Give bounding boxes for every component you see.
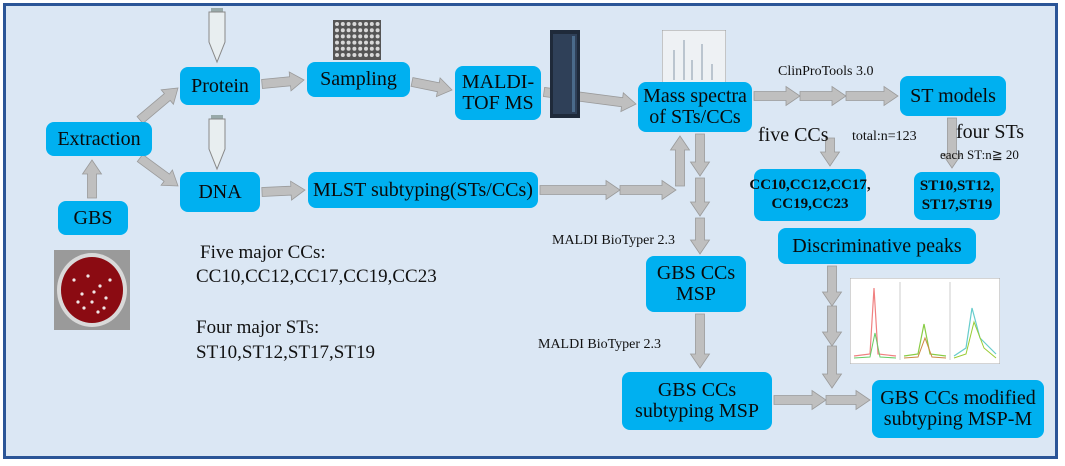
five-ccs-label: five CCs xyxy=(758,124,829,146)
dna-box: DNA xyxy=(180,172,260,212)
arrow-spectra-clin-2 xyxy=(799,85,847,107)
biotyper-label-1: MALDI BioTyper 2.3 xyxy=(552,233,676,248)
arrow-extraction-dna xyxy=(136,153,179,187)
arrow-msp-subtyping xyxy=(689,313,711,369)
cc-list-box: CC10,CC12,CC17, CC19,CC23 xyxy=(749,169,871,221)
gbs-ccs-msp-box: GBS CCs MSP xyxy=(646,256,746,312)
spectra-icon xyxy=(662,30,726,86)
protein-box: Protein xyxy=(180,67,260,105)
arrow-subtyping-modified-2 xyxy=(825,389,871,411)
arrow-protein-sampling xyxy=(261,71,305,92)
arrow-sampling-maldi xyxy=(410,77,453,98)
extraction-box: Extraction xyxy=(46,122,152,156)
st-models-box: ST models xyxy=(900,76,1006,116)
discriminative-peaks-box: Discriminative peaks xyxy=(778,228,976,264)
plate-icon xyxy=(333,20,381,60)
total-label: total:n=123 xyxy=(852,129,917,144)
arrow-spectra-clin-3 xyxy=(845,85,899,107)
arrow-peaks-down-1 xyxy=(821,265,843,307)
major-sts-list: ST10,ST12,ST17,ST19 xyxy=(196,342,375,363)
arrow-extraction-protein xyxy=(136,87,179,124)
biotyper-label-2: MALDI BioTyper 2.3 xyxy=(538,337,662,352)
arrow-subtyping-modified-1 xyxy=(773,389,827,411)
arrow-mlst-1 xyxy=(539,179,621,201)
maldi-tof-box: MALDI- TOF MS xyxy=(455,66,541,120)
petri-dish-icon xyxy=(54,250,130,330)
sampling-box: Sampling xyxy=(307,62,410,97)
clinprotools-label: ClinProTools 3.0 xyxy=(778,64,874,79)
arrow-peaks-down-3 xyxy=(821,345,843,389)
instrument-icon xyxy=(550,30,580,118)
gbs-ccs-subtyping-box: GBS CCs subtyping MSP xyxy=(622,372,772,430)
arrow-to-cc-list xyxy=(819,137,841,167)
major-ccs-list: CC10,CC12,CC17,CC19,CC23 xyxy=(196,266,437,287)
spectra-chart-icon xyxy=(850,278,1000,364)
arrow-gbs-extraction xyxy=(81,159,103,199)
arrow-dna-mlst xyxy=(261,180,306,201)
arrow-mlst-up-spectra xyxy=(669,135,691,187)
major-ccs-title: Five major CCs: xyxy=(200,242,326,263)
arrow-spectra-down-3 xyxy=(689,217,711,255)
arrow-spectra-down-2 xyxy=(689,177,711,217)
arrow-spectra-clin-1 xyxy=(753,85,801,107)
arrow-to-st-list xyxy=(941,117,963,169)
arrow-spectra-down-1 xyxy=(689,133,711,177)
st-list-box: ST10,ST12, ST17,ST19 xyxy=(914,172,1000,220)
major-sts-title: Four major STs: xyxy=(196,317,320,338)
arrow-mlst-2 xyxy=(619,179,677,201)
gbs-ccs-modified-box: GBS CCs modified subtyping MSP-M xyxy=(872,380,1044,438)
mlst-box: MLST subtyping(STs/CCs) xyxy=(308,172,538,208)
gbs-box: GBS xyxy=(58,201,128,235)
four-sts-label: four STs xyxy=(956,121,1025,143)
tube-icon xyxy=(208,115,226,171)
mass-spectra-box: Mass spectra of STs/CCs xyxy=(638,82,752,132)
tube-icon xyxy=(208,8,226,64)
each-st-label: each ST:n≧ 20 xyxy=(940,147,1019,162)
arrow-peaks-down-2 xyxy=(821,305,843,347)
